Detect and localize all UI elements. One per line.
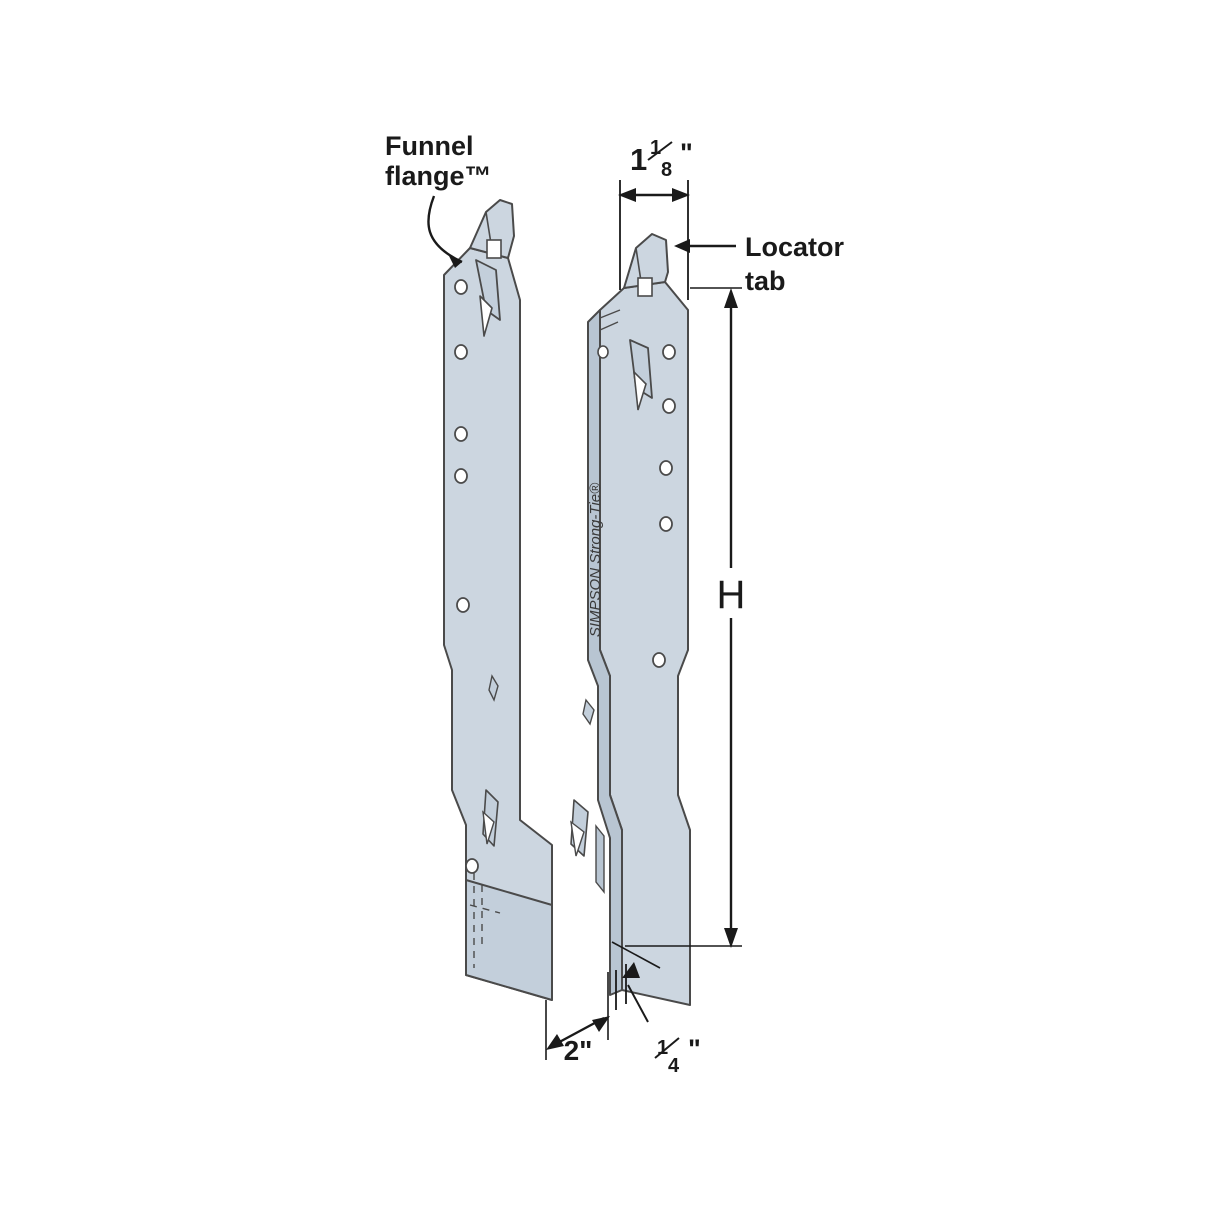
dim-height-label: H [717, 573, 746, 617]
dimension-thickness: 1 4 " [611, 941, 701, 1077]
lower-prong-opening [482, 810, 495, 845]
funnel-flange-opening [479, 295, 493, 337]
dim-top-width-denominator: 8 [661, 159, 672, 181]
dim-seat-depth-label: 2" [564, 1035, 593, 1066]
funnel-flange-arrowhead [449, 256, 462, 268]
back-hanger-body [443, 199, 553, 1001]
nail-hole-side [597, 345, 609, 359]
dimension-top-width: 1 1 8 " [618, 137, 693, 300]
embossed-rib [488, 674, 499, 702]
dim-top-width-unit: " [680, 138, 693, 168]
locator-tab-arrowhead [674, 239, 690, 253]
dim-top-width-fraction-bar [647, 141, 673, 161]
height-label-bg [708, 568, 754, 618]
dim-thickness-denominator: 4 [668, 1055, 680, 1077]
nail-hole [662, 344, 676, 360]
hidden-line-3 [469, 904, 501, 914]
locator-tab-label-line2: tab [745, 266, 786, 296]
dimension-height: H [625, 287, 754, 948]
nail-hole [659, 516, 673, 532]
nail-hole [454, 426, 468, 442]
nail-hole [454, 344, 468, 360]
funnel-flange-leader-line [427, 195, 463, 264]
dim-thickness-numerator: 1 [657, 1037, 668, 1059]
dim-arrow-right [672, 188, 690, 202]
dimension-seat-depth: 2" [545, 972, 610, 1066]
funnel-flange-feature [475, 259, 501, 321]
funnel-flange-label-line2: flange™ [385, 161, 492, 191]
nail-hole [454, 468, 468, 484]
nail-hole [454, 279, 468, 295]
nail-hole [652, 652, 666, 668]
lower-prong-front-opening [570, 820, 585, 857]
thickness-arrow [622, 962, 640, 978]
height-arrow-top [724, 288, 738, 308]
funnel-flange-annotation: Funnel flange™ [385, 131, 492, 268]
embossed-rib [582, 698, 595, 726]
seat-arrow-right [592, 1016, 610, 1032]
back-hanger-slot [486, 239, 502, 259]
locator-tab-label-line1: Locator [745, 232, 845, 262]
nail-hole [659, 460, 673, 476]
nail-hole [456, 597, 470, 613]
locator-tab-annotation: Locator tab [674, 232, 845, 296]
dim-arrow-left [618, 188, 636, 202]
front-hanger-body: SIMPSON Strong-Tie® [570, 233, 691, 1006]
nail-hole [465, 858, 479, 874]
dim-thickness-unit: " [688, 1034, 701, 1064]
dim-thickness-fraction-bar [654, 1037, 680, 1059]
edge-detail-1 [599, 309, 621, 319]
edge-detail-2 [599, 321, 619, 331]
brand-text: SIMPSON Strong-Tie® [587, 482, 604, 637]
front-hanger-side-return [587, 309, 623, 996]
side-slot [595, 824, 605, 894]
thickness-leader-line [627, 984, 649, 1023]
front-hanger-slot [637, 277, 653, 297]
nail-hole [662, 398, 676, 414]
upper-prong-opening [632, 369, 647, 411]
dim-top-width-whole: 1 [630, 142, 647, 177]
thickness-ext-line [611, 941, 661, 969]
seat-arrow-left [546, 1034, 564, 1050]
height-arrow-bottom [724, 928, 738, 948]
dim-top-width-numerator: 1 [650, 137, 661, 159]
funnel-flange-label-line1: Funnel [385, 131, 474, 161]
